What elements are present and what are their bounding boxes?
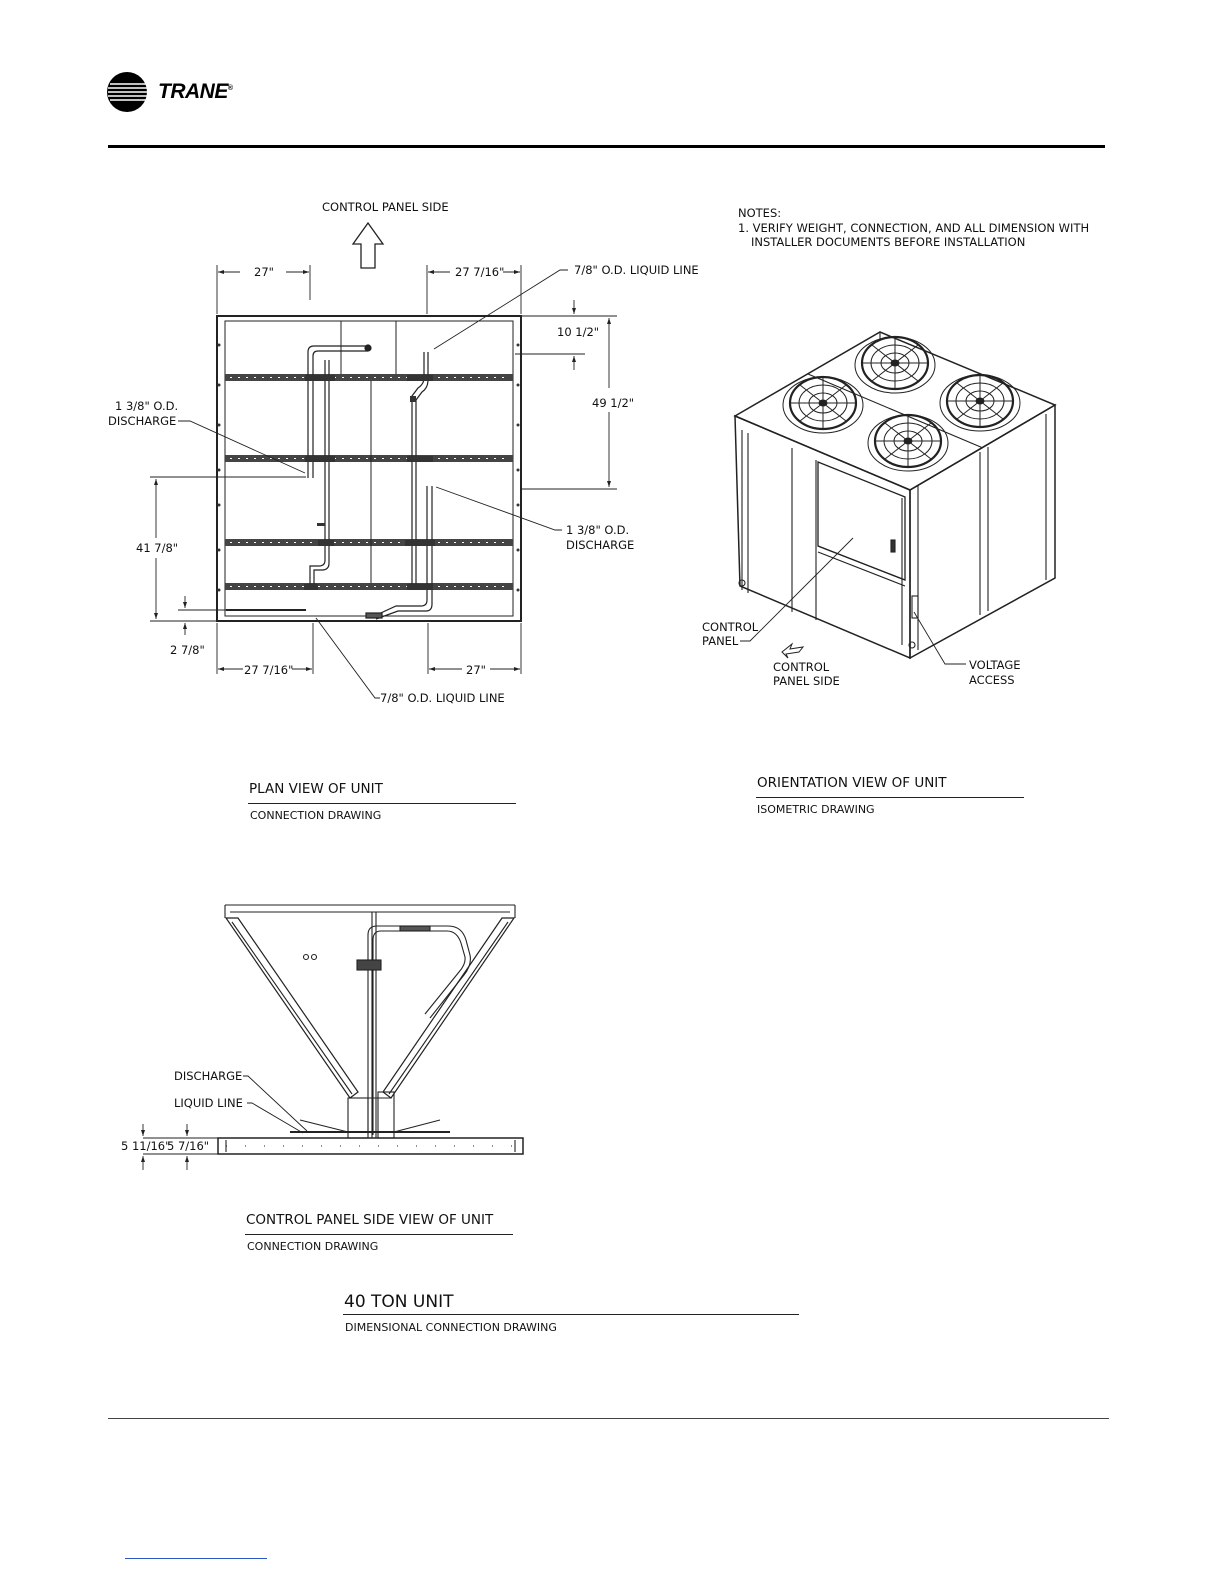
- fan-icon: [782, 335, 1021, 472]
- plan-view-title: PLAN VIEW OF UNIT: [249, 781, 383, 797]
- header-rule: [108, 145, 1105, 148]
- liquid-line-callout-bottom: 7/8" O.D. LIQUID LINE: [380, 691, 505, 705]
- notes-line-1: 1. VERIFY WEIGHT, CONNECTION, AND ALL DI…: [738, 221, 1090, 235]
- main-title-rule: [343, 1314, 799, 1315]
- notes-line-2: INSTALLER DOCUMENTS BEFORE INSTALLATION: [751, 235, 1026, 249]
- fan-2: [782, 375, 864, 434]
- panel-side-arrow-icon: [781, 642, 805, 659]
- isometric-leaders: [740, 537, 966, 665]
- plan-view-piping: [304, 344, 435, 620]
- control-panel-callout-1: CONTROL: [702, 620, 759, 634]
- iso-view-title: ORIENTATION VIEW OF UNIT: [757, 775, 947, 791]
- side-view-title: CONTROL PANEL SIDE VIEW OF UNIT: [246, 1212, 494, 1228]
- side-discharge-callout: DISCHARGE: [174, 1069, 243, 1083]
- isometric-unit: [733, 331, 1057, 660]
- panel-side-label-1: CONTROL: [773, 660, 830, 674]
- dimension-arrowheads: [154, 270, 611, 671]
- brand-text: TRANE: [158, 80, 228, 103]
- dim-left-mid: 41 7/8": [136, 541, 179, 555]
- side-dim-left: 5 11/16": [121, 1139, 171, 1153]
- panel-side-label-2: PANEL SIDE: [773, 674, 840, 688]
- side-view-unit: [217, 904, 524, 1155]
- dim-top-right: 27 7/16": [455, 265, 505, 279]
- dim-top-left: 27": [254, 265, 274, 279]
- notes-heading: NOTES:: [738, 206, 782, 220]
- plan-view-leaders: [178, 269, 568, 699]
- plan-view-subtitle: CONNECTION DRAWING: [250, 809, 382, 822]
- voltage-access-label-1: VOLTAGE: [969, 658, 1021, 672]
- fan-1: [854, 335, 936, 394]
- dim-right-mid: 49 1/2": [592, 396, 635, 410]
- plan-view-frame: [216, 315, 522, 622]
- side-view-subtitle: CONNECTION DRAWING: [247, 1240, 379, 1253]
- control-panel-callout-2: PANEL: [702, 634, 739, 648]
- discharge-callout-left-1: 1 3/8" O.D.: [115, 399, 179, 413]
- dim-bottom-right: 27": [466, 663, 486, 677]
- side-view-leaders: [142, 1075, 308, 1170]
- iso-view-title-rule: [756, 797, 1024, 798]
- up-arrow-icon: [351, 221, 385, 269]
- control-panel-side-label: CONTROL PANEL SIDE: [322, 200, 449, 214]
- discharge-callout-right-1: 1 3/8" O.D.: [566, 523, 630, 537]
- brand-mark: ®: [227, 85, 233, 92]
- main-title: 40 TON UNIT: [344, 1292, 454, 1312]
- dim-left-bottom: 2 7/8": [170, 643, 205, 657]
- side-dim-right: 5 7/16": [167, 1139, 210, 1153]
- plan-view-title-rule: [248, 803, 516, 804]
- discharge-callout-right-2: DISCHARGE: [566, 538, 635, 552]
- brand-name: TRANE®: [158, 80, 233, 104]
- fan-3: [939, 373, 1021, 432]
- iso-view-subtitle: ISOMETRIC DRAWING: [757, 803, 875, 816]
- footer-rule: [108, 1418, 1109, 1419]
- dim-bottom-left: 27 7/16": [244, 663, 294, 677]
- side-liquid-line-callout: LIQUID LINE: [174, 1096, 243, 1110]
- main-subtitle: DIMENSIONAL CONNECTION DRAWING: [345, 1321, 557, 1334]
- side-view-title-rule: [245, 1234, 513, 1235]
- fan-4: [867, 413, 949, 472]
- liquid-line-callout-top: 7/8" O.D. LIQUID LINE: [574, 263, 699, 277]
- side-view-arrowheads: [141, 1130, 189, 1162]
- dim-right-top: 10 1/2": [557, 325, 600, 339]
- footer-link-underline[interactable]: [125, 1558, 267, 1559]
- discharge-callout-left-2: DISCHARGE: [108, 414, 177, 428]
- voltage-access-label-2: ACCESS: [969, 673, 1015, 687]
